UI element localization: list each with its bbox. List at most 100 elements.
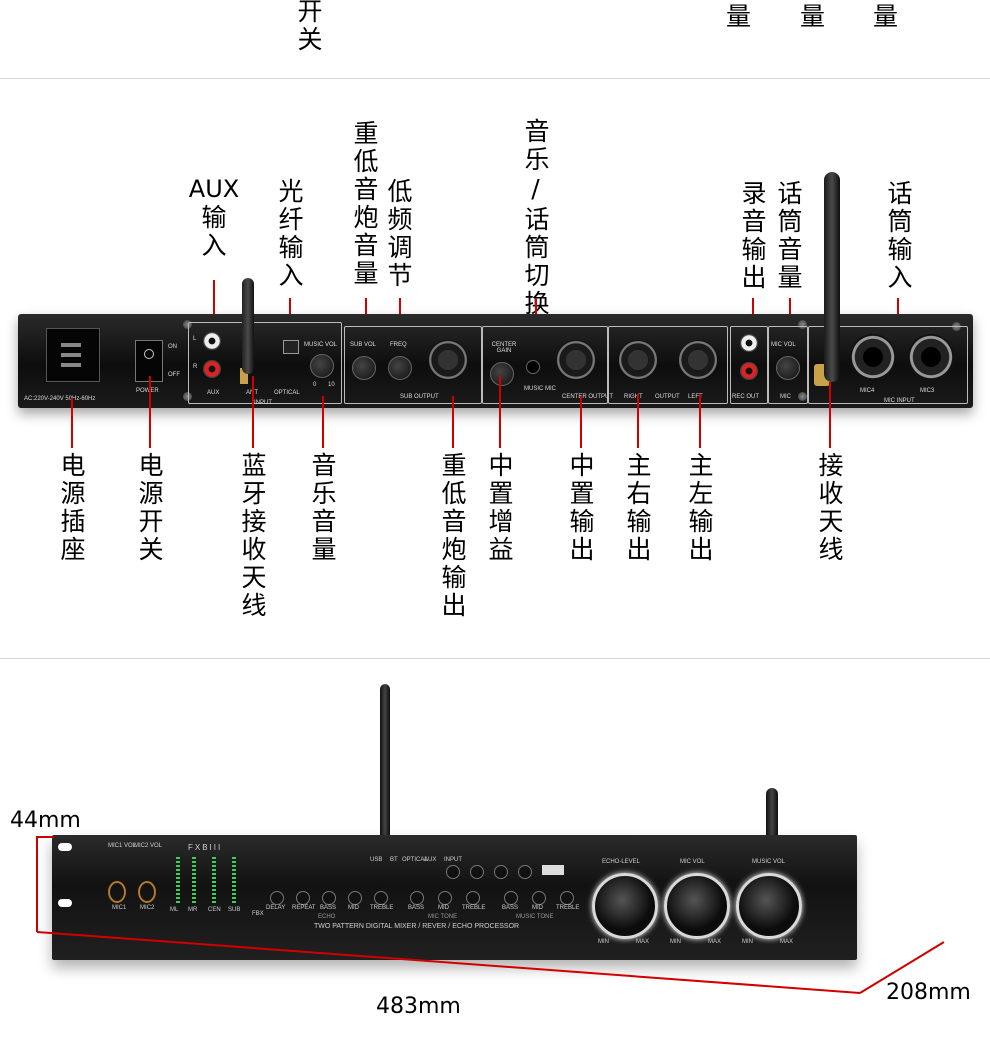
pin (61, 363, 81, 367)
top-label-2: 量 (800, 2, 826, 31)
mic-antenna (824, 172, 840, 382)
echo-bass-label: BASS (320, 905, 337, 911)
ind-usb: USB (370, 857, 383, 863)
sub-output-label: SUB OUTPUT (400, 394, 439, 400)
callout-aux-input: AUX 输入 (186, 175, 242, 260)
delay-knob[interactable] (270, 891, 284, 905)
music-mic-switch[interactable] (526, 360, 540, 374)
mic-vol-max: MAX (708, 939, 722, 945)
prev-button[interactable] (494, 865, 508, 879)
aux-jack-left[interactable] (203, 332, 221, 350)
callout-optical-input: 光纤输入 (275, 178, 304, 290)
freq-knob[interactable] (388, 356, 412, 380)
mic-treble-knob[interactable] (466, 891, 480, 905)
music-vol-big-knob[interactable] (736, 873, 802, 939)
dim-line-height (36, 836, 38, 932)
left-output-xlr[interactable] (678, 340, 718, 380)
sub-vol-knob[interactable] (352, 356, 376, 380)
play-pause-button[interactable] (470, 865, 484, 879)
center-gain-knob[interactable] (490, 362, 514, 386)
callout-sub-volume: 重低音炮音量 (350, 120, 379, 288)
music-mid-knob[interactable] (532, 891, 546, 905)
meter-sub (232, 857, 236, 905)
music-vol-knob[interactable] (310, 354, 334, 378)
mic2-jack[interactable] (138, 881, 156, 903)
power-off: OFF (168, 372, 180, 378)
scale-0: 0 (313, 382, 317, 388)
meter-ml (176, 857, 180, 905)
rec-out-jack-white[interactable] (740, 334, 758, 352)
aux-r: R (193, 364, 198, 370)
echo-treble-label: TREBLE (370, 905, 394, 911)
mic-treble-label: TREBLE (462, 905, 486, 911)
music-bass-knob[interactable] (504, 891, 518, 905)
callout-bt-antenna: 蓝牙接收天线 (238, 452, 267, 620)
pin (61, 343, 81, 347)
callout-mic-volume: 话筒音量 (774, 180, 803, 292)
repeat-knob[interactable] (296, 891, 310, 905)
mic-vol-knob[interactable] (776, 356, 800, 380)
echo-level-knob[interactable] (592, 873, 658, 939)
mic3-xlr[interactable] (908, 334, 954, 380)
dim-line-depth (859, 941, 945, 994)
echo-level-max: MAX (636, 939, 650, 945)
line-aux (213, 280, 215, 328)
pin (61, 353, 81, 357)
meter-sub-label: SUB (228, 907, 241, 913)
mic1-label: MIC1 (112, 905, 127, 911)
mic-bass-knob[interactable] (410, 891, 424, 905)
mic1-jack[interactable] (108, 881, 126, 903)
callout-aux-text: AUX (188, 175, 240, 203)
echo-group-label: ECHO (318, 914, 336, 920)
mic-vol-big-knob[interactable] (664, 873, 730, 939)
main-output-section (608, 326, 728, 404)
rec-out-jack-red[interactable] (740, 362, 758, 380)
echo-treble-knob[interactable] (374, 891, 388, 905)
mic-vol-min: MIN (670, 939, 681, 945)
mic4-xlr[interactable] (850, 334, 896, 380)
freq-label: FREQ (390, 342, 407, 348)
center-output-xlr[interactable] (556, 340, 596, 380)
top-label-3: 量 (873, 2, 899, 31)
callout-left-output: 主左输出 (685, 452, 714, 564)
line-power-socket (71, 398, 73, 448)
callout-center-gain: 中置增益 (485, 452, 514, 564)
echo-mid-knob[interactable] (348, 891, 362, 905)
power-socket[interactable] (46, 328, 100, 382)
input-button[interactable] (446, 865, 460, 879)
sub-vol-label: SUB VOL (350, 342, 377, 348)
delay-label: DELAY (266, 905, 286, 911)
screw (183, 320, 192, 329)
center-gain-label: CENTER GAIN (491, 342, 517, 354)
line-right-output (637, 394, 639, 448)
scale-10: 10 (328, 382, 335, 388)
sub-output-xlr[interactable] (428, 340, 468, 380)
center-output-label: CENTER OUTPUT (562, 394, 613, 400)
rack-slot (58, 899, 72, 907)
callout-music-mic-switch: 音乐/话筒切换 (521, 118, 550, 318)
optical-port[interactable] (283, 340, 299, 354)
callout-receiver-antenna: 接收天线 (815, 452, 844, 564)
dim-depth-label: 208mm (886, 980, 971, 1005)
echo-bass-knob[interactable] (322, 891, 336, 905)
right-output-xlr[interactable] (618, 340, 658, 380)
meter-mr (192, 857, 196, 905)
music-vol-big-label: MUSIC VOL (752, 859, 786, 865)
mic-mid-knob[interactable] (438, 891, 452, 905)
next-button[interactable] (518, 865, 532, 879)
mic-vol-label: MIC VOL (771, 342, 796, 348)
ind-bt: BT (390, 857, 398, 863)
meter-cen-label: CEN (208, 907, 221, 913)
music-treble-knob[interactable] (560, 891, 574, 905)
aux-jack-right[interactable] (203, 360, 221, 378)
callout-sub-output: 重低音炮输出 (438, 452, 467, 620)
echo-mid-label: MID (348, 905, 359, 911)
ind-aux: AUX (424, 857, 437, 863)
line-bt-antenna (252, 376, 254, 448)
usb-port[interactable] (542, 865, 564, 875)
ind-optical: OPTICAL (402, 857, 428, 863)
music-bass-label: BASS (502, 905, 519, 911)
aux-l: L (193, 336, 197, 342)
center-section (482, 326, 608, 404)
